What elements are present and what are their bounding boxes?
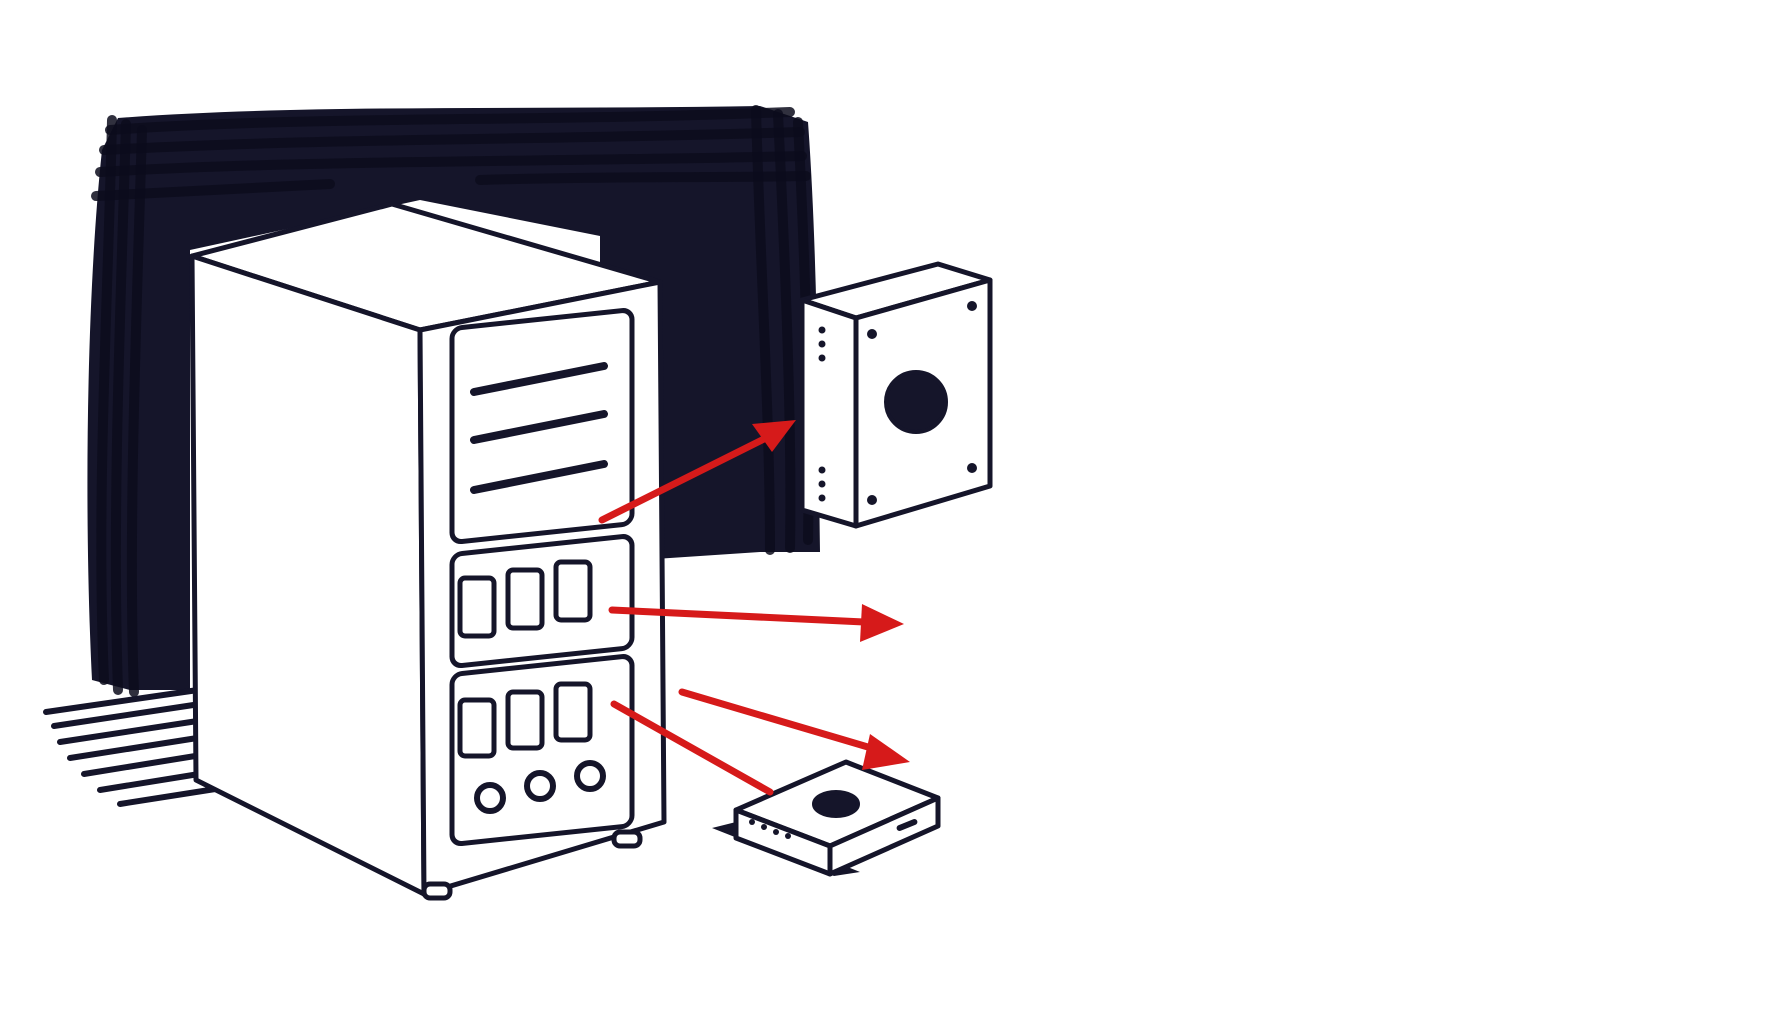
server-feet (421, 829, 643, 901)
migration-arrows (598, 420, 910, 796)
server-button[interactable] (524, 770, 556, 802)
mini-pc-side (827, 795, 941, 877)
drive-bays-upper (457, 559, 593, 639)
drive-bay[interactable] (457, 575, 497, 639)
mini-pc-ports (749, 819, 918, 839)
server-buttons (474, 760, 606, 814)
box-side (799, 297, 859, 529)
arrow-to-right (608, 604, 904, 642)
box-screws (867, 301, 977, 505)
drive-bay[interactable] (553, 559, 593, 623)
drive-bay[interactable] (553, 681, 593, 743)
box-indicator-dots (818, 326, 826, 502)
server-button[interactable] (574, 760, 606, 792)
drive-bays-lower (457, 681, 593, 759)
vent-slots (470, 362, 608, 494)
server-side (189, 253, 427, 897)
arrow-to-mini-pc (610, 688, 910, 796)
tower-server (189, 201, 667, 901)
box-lens (884, 370, 948, 434)
drive-bay[interactable] (505, 567, 545, 631)
server-button[interactable] (474, 782, 506, 814)
mini-pc (712, 759, 941, 877)
drive-bay[interactable] (505, 689, 545, 751)
drive-bay[interactable] (457, 697, 497, 759)
wall-mounted-box (799, 261, 993, 529)
mini-pc-power-button[interactable] (812, 790, 860, 818)
arrow-to-wall-box (598, 420, 796, 524)
